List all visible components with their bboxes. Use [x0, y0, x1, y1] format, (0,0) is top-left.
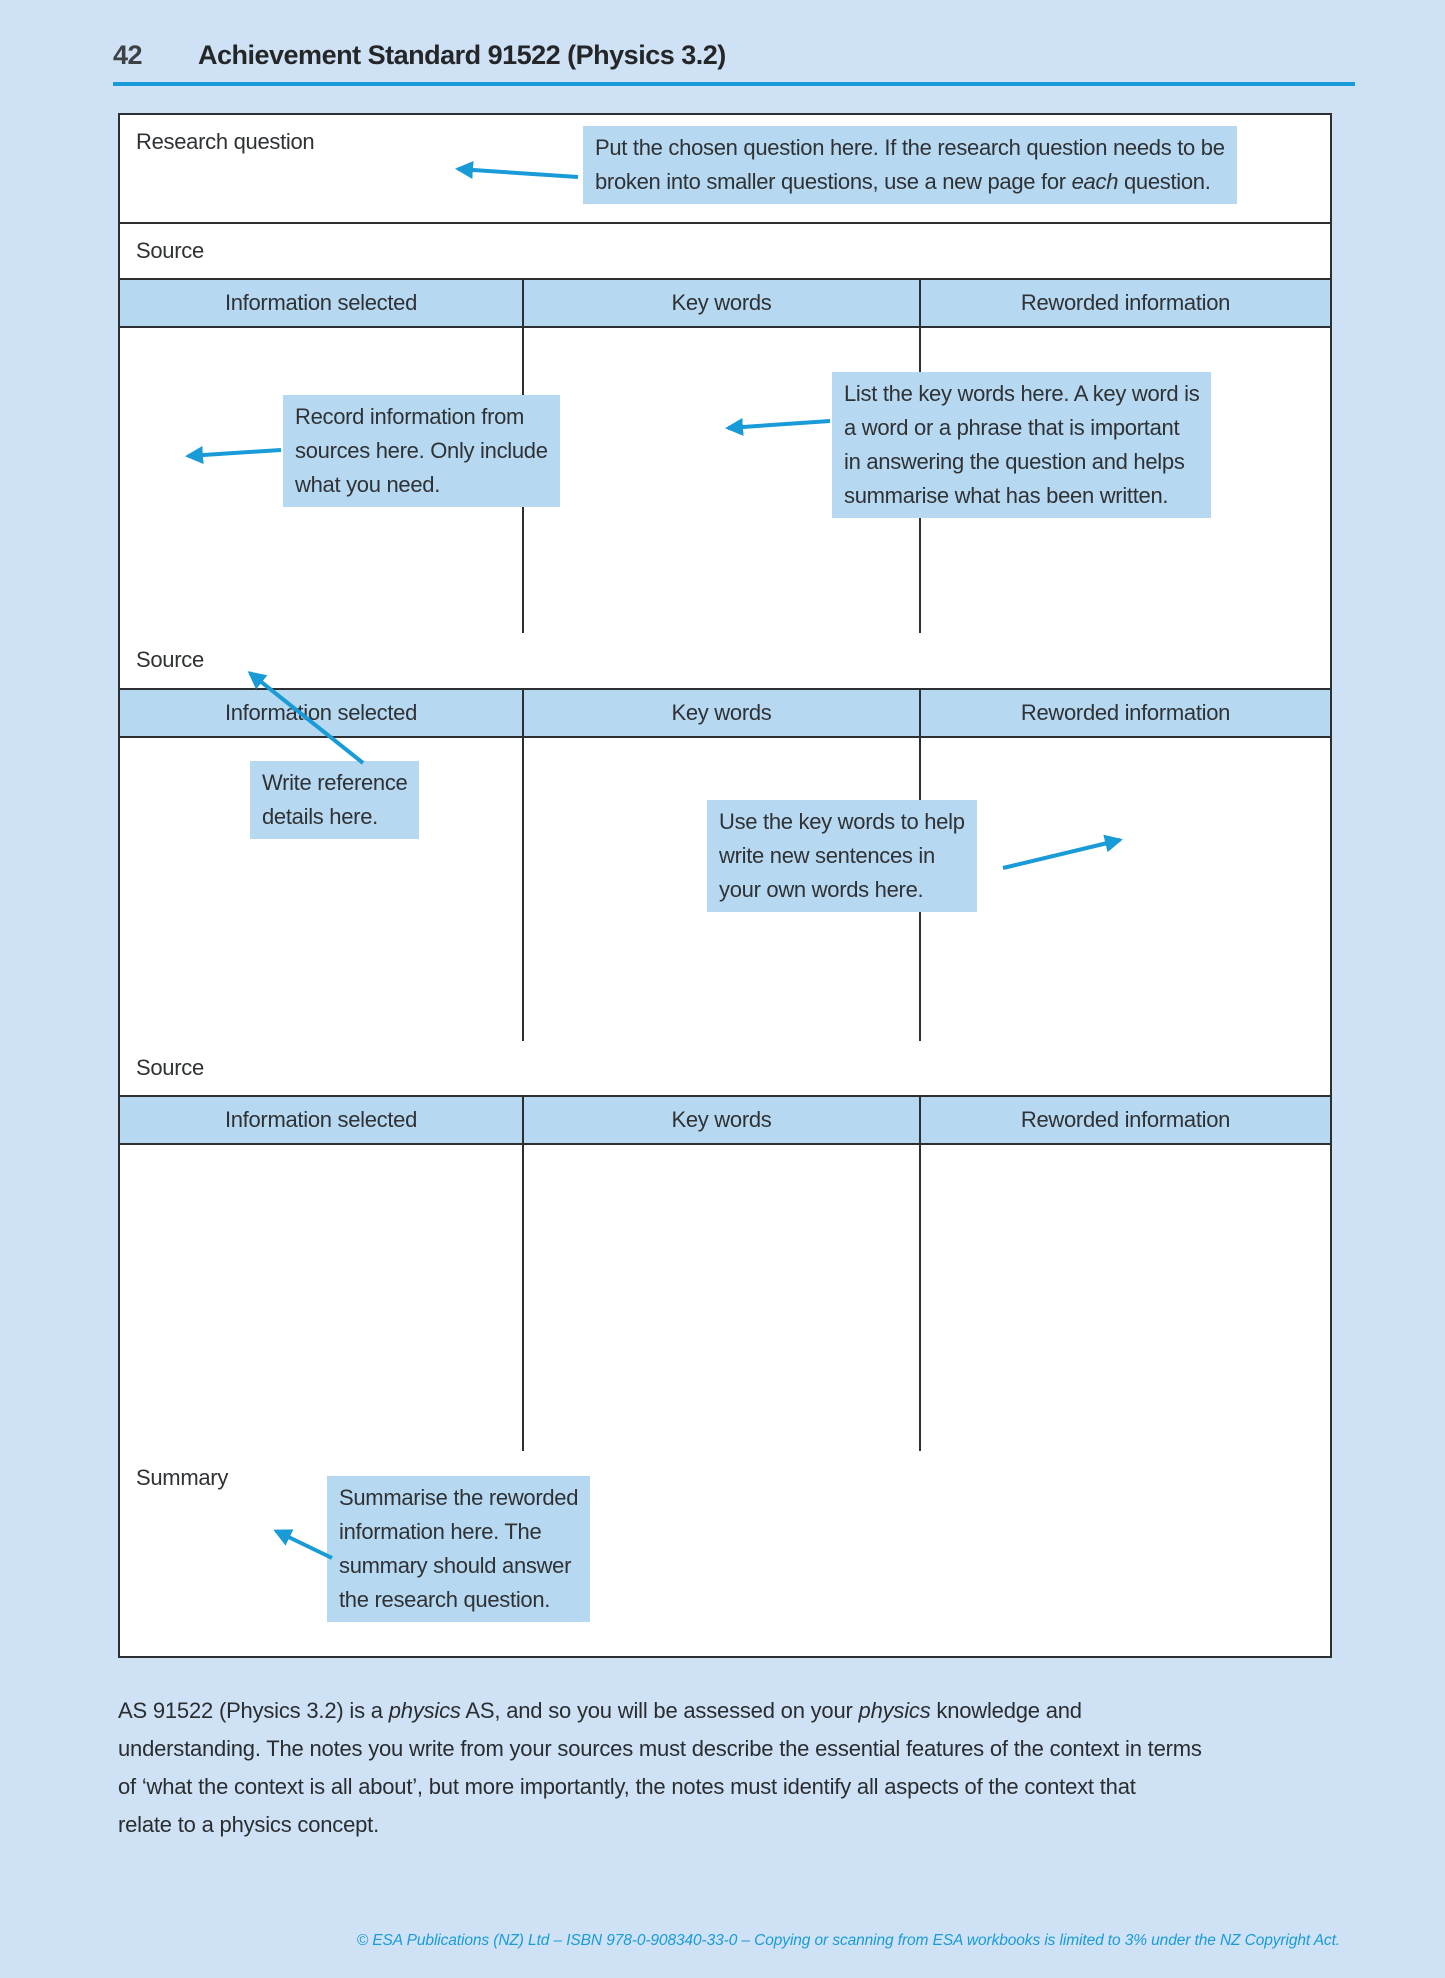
- column-header-key-words: Key words: [524, 280, 921, 326]
- reworded-information-cell-3: [921, 1145, 1330, 1451]
- source-label-1: Source: [136, 238, 204, 263]
- summary-label: Summary: [136, 1465, 229, 1490]
- column-header-row-2: Information selected Key words Reworded …: [120, 688, 1330, 738]
- information-selected-cell-3: [120, 1145, 524, 1451]
- column-header-key-words: Key words: [524, 1097, 921, 1143]
- source-label-3: Source: [136, 1055, 204, 1080]
- column-header-key-words: Key words: [524, 690, 921, 736]
- column-header-row-1: Information selected Key words Reworded …: [120, 278, 1330, 328]
- summary-row: Summary: [120, 1451, 1330, 1650]
- page-title: Achievement Standard 91522 (Physics 3.2): [198, 40, 726, 70]
- information-selected-cell-2: [120, 738, 524, 1041]
- assessment-note: AS 91522 (Physics 3.2) is a physics AS, …: [118, 1698, 1202, 1837]
- worksheet-panel: Research question Source Information sel…: [118, 113, 1332, 1658]
- column-header-reworded-information: Reworded information: [1020, 700, 1231, 725]
- source-label-2: Source: [136, 647, 204, 672]
- key-words-cell-3: [524, 1145, 921, 1451]
- column-header-information-selected: Information selected: [120, 690, 524, 736]
- callout-research-question: Put the chosen question here. If the res…: [583, 126, 1237, 204]
- header-rule: [113, 82, 1355, 86]
- source-row-1: Source: [120, 224, 1330, 278]
- page-number: 42: [113, 40, 143, 70]
- column-header-information-selected: Information selected: [120, 280, 524, 326]
- column-header-reworded-information: Reworded information: [1020, 1107, 1231, 1132]
- column-header-row-3: Information selected Key words Reworded …: [120, 1095, 1330, 1145]
- source-row-2: Source: [120, 633, 1330, 688]
- source-row-3: Source: [120, 1041, 1330, 1095]
- reworded-information-cell-2: [921, 738, 1330, 1041]
- column-header-information-selected: Information selected: [120, 1097, 524, 1143]
- column-header-reworded-information: Reworded information: [1020, 290, 1231, 315]
- entry-row-3: [120, 1145, 1330, 1451]
- research-question-row: Research question: [120, 115, 1330, 224]
- research-question-label: Research question: [136, 129, 315, 154]
- footer-credit: © ESA Publications (NZ) Ltd – ISBN 978-0…: [356, 1932, 1340, 1949]
